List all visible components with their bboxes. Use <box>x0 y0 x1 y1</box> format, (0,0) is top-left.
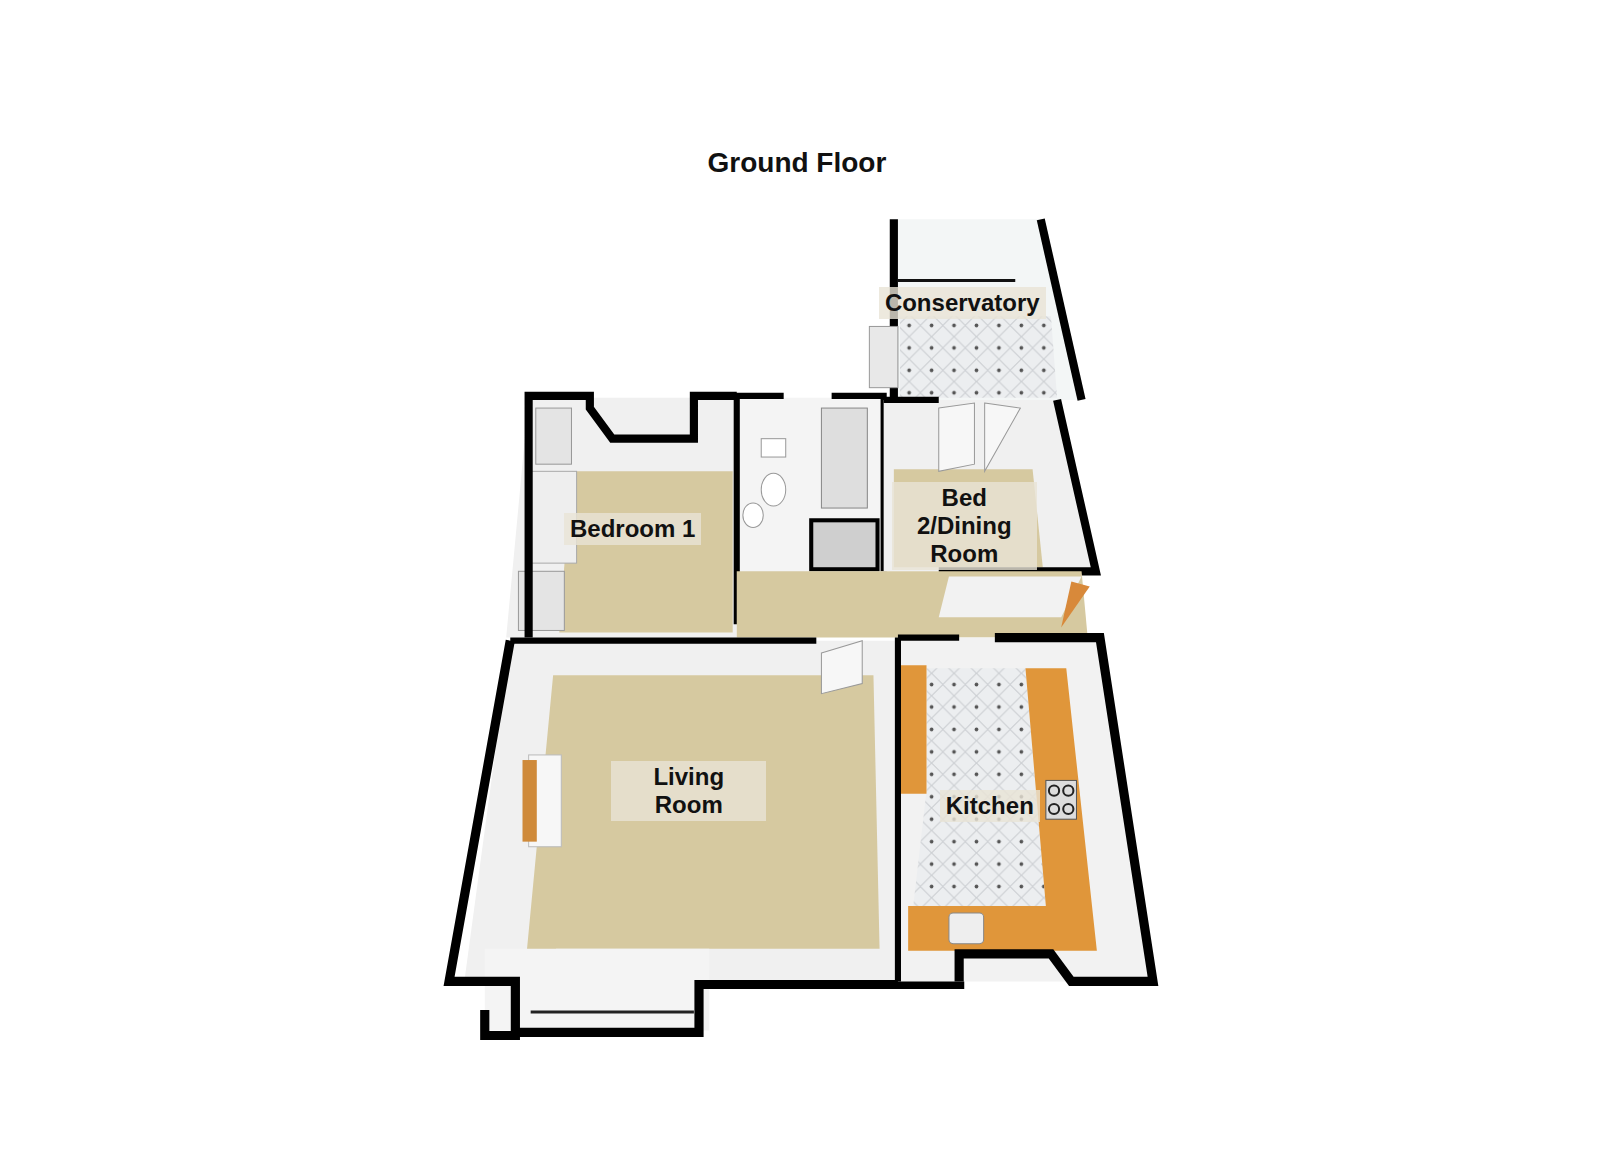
fireplace <box>523 760 537 842</box>
room-name: Bed 2/Dining Room <box>898 484 1031 568</box>
sink <box>949 913 984 944</box>
room-name: Kitchen <box>946 792 1034 820</box>
room-name: Conservatory <box>885 289 1040 317</box>
room-name: Bedroom 1 <box>570 515 695 543</box>
plan-title: Ground Floor <box>708 147 887 179</box>
wall <box>884 397 939 403</box>
wall-face <box>939 576 1082 617</box>
window <box>531 1010 694 1013</box>
cistern <box>761 439 785 457</box>
carpet-floor <box>526 675 880 964</box>
room-walls <box>898 638 1153 982</box>
tile-floor <box>913 668 1046 906</box>
wall <box>449 641 515 1036</box>
carpet-floor <box>737 571 1088 637</box>
shower <box>821 408 867 508</box>
basin <box>743 503 763 527</box>
wall <box>832 396 884 571</box>
door <box>869 326 898 387</box>
room-label: Living Room <box>611 761 766 821</box>
wall <box>515 984 964 1032</box>
carpet-floor <box>559 471 732 632</box>
room-walls <box>506 398 737 638</box>
toilet <box>761 473 785 506</box>
window <box>898 279 1015 282</box>
door <box>821 641 862 694</box>
room-walls <box>464 641 898 982</box>
wall <box>895 638 901 982</box>
door <box>939 403 975 471</box>
room-walls <box>884 400 1096 571</box>
hob <box>1046 780 1077 819</box>
wall <box>1041 219 1082 400</box>
front-door <box>1061 582 1090 628</box>
wall <box>510 638 816 644</box>
room-label: Bed 2/Dining Room <box>892 482 1037 570</box>
room-label: Conservatory <box>879 287 1046 319</box>
door <box>985 403 1021 471</box>
room-name: Living Room <box>617 763 760 819</box>
room-label: Kitchen <box>940 790 1040 822</box>
wall <box>529 396 737 638</box>
room-label: Bedroom 1 <box>564 513 701 545</box>
wall <box>898 635 959 641</box>
cupboard <box>811 520 877 569</box>
wardrobe <box>536 408 572 464</box>
tile-floor <box>900 316 1057 398</box>
worktop <box>908 668 1097 951</box>
worktop <box>900 665 927 794</box>
